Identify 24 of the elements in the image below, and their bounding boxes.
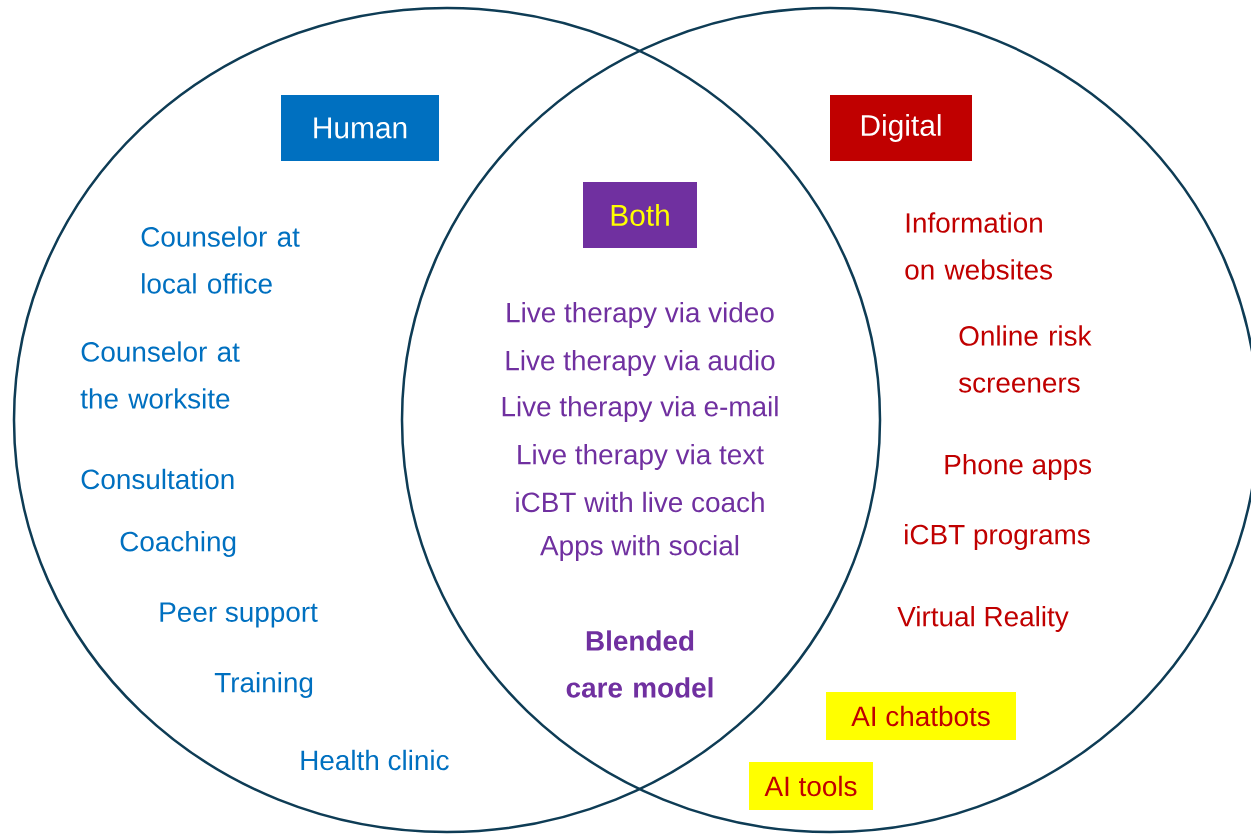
list-item: Apps with social: [540, 535, 739, 561]
list-item: Peer support: [160, 602, 318, 628]
category-box: Human: [281, 95, 439, 161]
list-item: Online risk screeners: [959, 325, 1092, 393]
highlighted-label: AI chatbots: [826, 692, 1016, 740]
list-item: Counselor at the worksite: [80, 341, 240, 409]
list-item: Live therapy via audio: [506, 350, 775, 376]
list-item: Phone apps: [945, 454, 1092, 480]
list-item: Live therapy via text: [518, 444, 764, 470]
list-item: Health clinic: [301, 749, 449, 771]
list-item: Live therapy via e-mail: [502, 396, 778, 422]
list-item: Coaching: [120, 531, 236, 557]
list-item: Live therapy via video: [507, 302, 774, 328]
list-item: Information on websites: [905, 212, 1052, 280]
list-item: iCBT with live coach: [516, 491, 764, 513]
list-item: Virtual Reality: [897, 606, 1069, 632]
category-box: Both: [583, 182, 697, 248]
highlighted-label: AI tools: [749, 762, 873, 810]
list-item: Training: [214, 672, 313, 698]
list-item: Blended care model: [566, 630, 713, 698]
list-item: Consultation: [81, 468, 234, 490]
list-item: iCBT programs: [905, 524, 1090, 550]
category-box: Digital: [830, 95, 972, 161]
list-item: Counselor at local office: [141, 226, 300, 294]
